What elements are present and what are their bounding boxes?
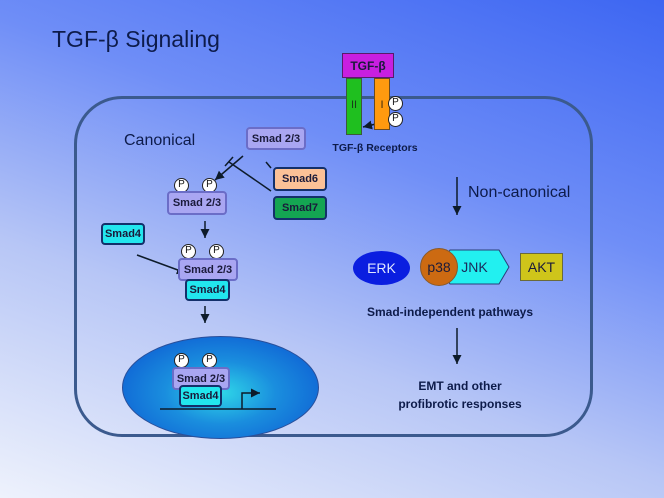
erk-node: ERK <box>353 251 410 285</box>
tgf-beta-ligand: TGF-β <box>342 53 394 78</box>
smad6-inhibitor: Smad6 <box>273 167 327 191</box>
smad23-phosphorylated: Smad 2/3 <box>167 191 227 215</box>
smad-phosphorylation-arrow <box>214 155 244 181</box>
phospho-receptor-1: P <box>388 96 403 111</box>
non-canonical-heading: Non-canonical <box>468 184 571 201</box>
phospho-receptor-2: P <box>388 112 403 127</box>
erk-label: ERK <box>367 260 396 276</box>
p38-label: p38 <box>427 259 451 275</box>
inhibition-stem <box>228 161 272 192</box>
jnk-hexagon <box>439 249 510 285</box>
canonical-heading: Canonical <box>124 132 196 149</box>
smad4-free: Smad4 <box>101 223 145 245</box>
receptor-type2: II <box>346 78 362 135</box>
akt-label: AKT <box>527 259 556 275</box>
receptor-type2-label: II <box>350 99 358 111</box>
smad23-complex: Smad 2/3 <box>178 258 238 281</box>
phospho-4: P <box>209 244 224 259</box>
slide-title: TGF-β Signaling <box>52 26 220 52</box>
phospho-5: P <box>174 353 189 368</box>
inhibition-bar <box>224 156 234 167</box>
cell-membrane <box>74 96 593 437</box>
phospho-3: P <box>181 244 196 259</box>
p38-node: p38 <box>420 248 458 286</box>
akt-node: AKT <box>520 253 563 281</box>
smad23-cytoplasmic: Smad 2/3 <box>246 127 306 150</box>
smad4-join-arrow <box>136 254 187 275</box>
smad4-complex: Smad4 <box>185 279 230 301</box>
receptors-caption: TGF-β Receptors <box>332 142 418 154</box>
smad4-nuclear: Smad4 <box>179 385 222 407</box>
phospho-6: P <box>202 353 217 368</box>
transcription-start-arrow <box>241 388 260 409</box>
outcome-line-1: EMT and other <box>418 379 502 393</box>
outcome-line-2: profibrotic responses <box>398 397 522 411</box>
receptor-type1-label: I <box>380 99 384 111</box>
smad-independent-label: Smad-independent pathways <box>366 305 534 319</box>
jnk-node: JNK <box>440 250 509 284</box>
jnk-label: JNK <box>461 259 488 275</box>
smad7-inhibitor: Smad7 <box>273 196 327 220</box>
inhibition-line <box>265 161 272 169</box>
